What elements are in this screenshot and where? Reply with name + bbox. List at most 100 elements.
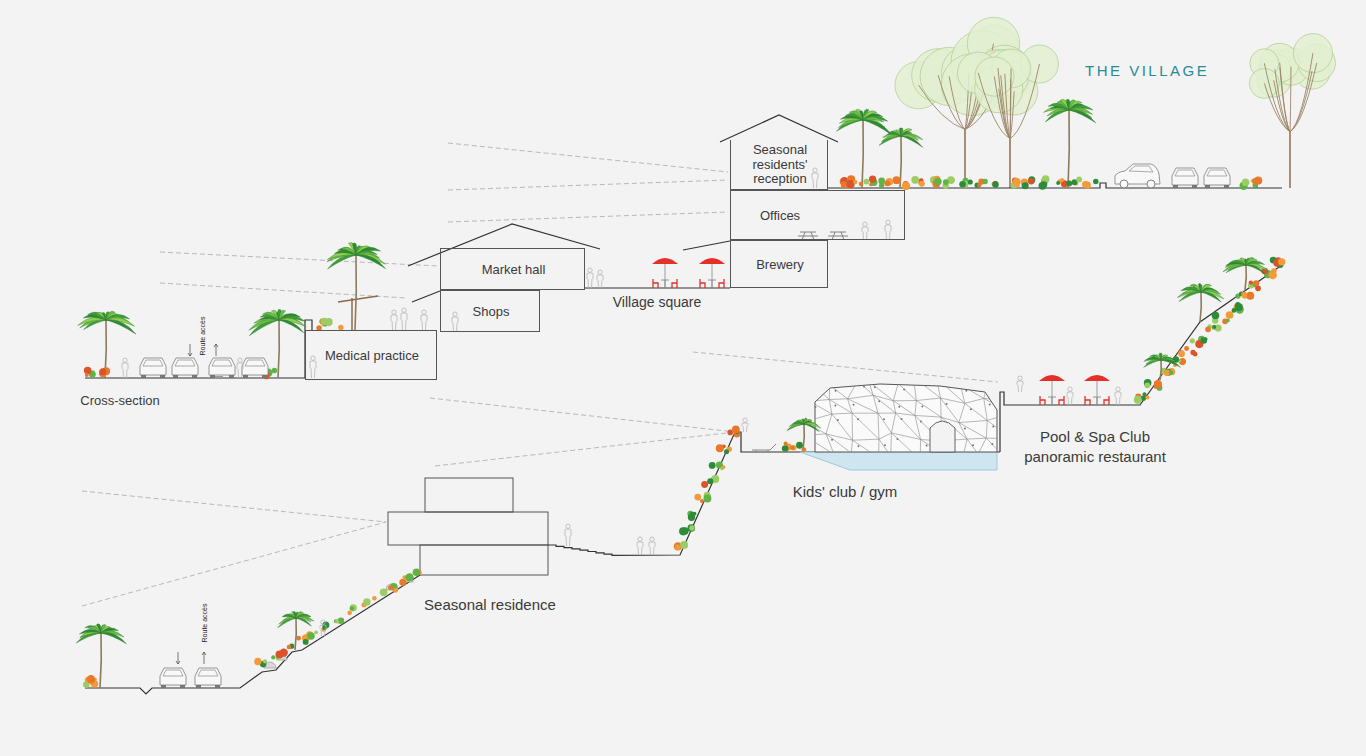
- shrub: [1144, 382, 1150, 388]
- palm-frond: [88, 312, 106, 320]
- shrub: [869, 176, 876, 183]
- climbing-hold: [874, 386, 876, 388]
- building-room: Seasonal residents' reception: [730, 140, 828, 190]
- section-label: Pool & Spa Club panoramic restaurant: [1013, 427, 1177, 466]
- room-text-area: Shops: [441, 291, 541, 333]
- shrub: [689, 525, 695, 531]
- palm-frond: [1060, 99, 1069, 110]
- climbing-hold: [989, 403, 991, 405]
- car-wheel: [1192, 185, 1197, 188]
- shrub: [307, 632, 315, 640]
- shrub: [1076, 176, 1082, 182]
- person-head: [650, 537, 654, 541]
- person-head: [598, 270, 602, 274]
- palm-trunk: [1068, 110, 1069, 188]
- person-body: [320, 625, 326, 636]
- person-head: [638, 537, 642, 541]
- tree-branch: [978, 73, 1010, 139]
- sight-line: [82, 491, 386, 522]
- person-figure: [237, 358, 243, 378]
- shrub: [1271, 268, 1277, 274]
- shrub: [1039, 182, 1047, 190]
- sight-line: [448, 143, 728, 172]
- palm-frond: [296, 618, 311, 626]
- room-name: Market hall: [482, 263, 546, 278]
- car-wheel: [229, 375, 234, 378]
- person-figure: [1067, 387, 1073, 405]
- palm-frond: [836, 120, 863, 132]
- room-name: Medical practice: [325, 349, 419, 364]
- cafe-table: [1093, 397, 1101, 405]
- car-front: [1204, 168, 1230, 188]
- room-name: Offices: [760, 209, 800, 224]
- palm-trunk: [862, 120, 863, 188]
- car-front: [172, 358, 198, 378]
- tree-branch: [1010, 64, 1039, 138]
- person-body: [862, 227, 868, 240]
- climbing-hold: [901, 418, 903, 420]
- facet-line: [829, 399, 852, 414]
- palm-frond: [860, 111, 864, 120]
- facet-line: [959, 420, 987, 439]
- facet-line: [893, 377, 916, 401]
- picnic-table: [828, 232, 848, 240]
- ground-line: [85, 575, 420, 694]
- tree-branch: [994, 77, 1010, 139]
- tree-branch: [1290, 53, 1313, 132]
- shrub: [863, 179, 869, 185]
- palm-frond: [348, 243, 356, 255]
- shrub: [1249, 280, 1253, 284]
- car-wheel: [1147, 180, 1155, 188]
- cafe-chairs: [1085, 396, 1109, 405]
- palm-tree: [1144, 353, 1181, 380]
- traffic-arrow: [202, 652, 206, 664]
- shrub: [372, 596, 376, 600]
- palm-frond: [804, 424, 819, 432]
- shrub: [859, 182, 864, 187]
- climbing-hold: [863, 385, 865, 387]
- palm-frond: [97, 312, 106, 320]
- car-body: [160, 668, 186, 685]
- shrub: [325, 318, 333, 326]
- person-body: [310, 361, 316, 378]
- shrub: [1022, 182, 1029, 189]
- palm-frond: [1177, 290, 1201, 297]
- car-wheel: [196, 685, 201, 688]
- building-room: Market hall: [440, 248, 585, 290]
- car-windshield: [143, 360, 163, 366]
- person-head: [886, 220, 890, 224]
- shrub: [968, 179, 973, 184]
- palm-frond: [1190, 284, 1201, 292]
- car-front: [242, 358, 268, 378]
- car-wheel: [1205, 185, 1210, 188]
- sight-line: [693, 352, 998, 382]
- shrub: [879, 183, 884, 188]
- shrub: [791, 445, 796, 450]
- reception-roof: [720, 115, 838, 142]
- climbing-hold: [884, 444, 886, 446]
- climbing-hold: [831, 439, 833, 441]
- shrub: [716, 444, 724, 452]
- building-room: Brewery: [730, 240, 828, 288]
- palm-frond: [292, 611, 296, 618]
- palm-trunk: [355, 255, 356, 330]
- shrub: [1154, 385, 1158, 389]
- palm-frond: [327, 253, 356, 262]
- shrub: [1212, 325, 1216, 329]
- shrub: [1060, 178, 1064, 182]
- section-label: Kids' club / gym: [791, 482, 900, 502]
- shrub: [413, 568, 420, 575]
- shrub: [350, 606, 355, 611]
- palm-frond: [1240, 258, 1246, 265]
- car-body: [242, 358, 268, 375]
- shrub: [1278, 258, 1285, 265]
- shrub: [1093, 179, 1099, 185]
- climbing-hold: [809, 427, 811, 429]
- car-wheel: [180, 685, 185, 688]
- pergola-beam: [338, 296, 378, 302]
- shrub: [1056, 181, 1060, 185]
- person-body: [452, 317, 458, 332]
- shrub: [675, 544, 681, 550]
- person-body: [1017, 381, 1023, 392]
- person-figure: [637, 537, 643, 555]
